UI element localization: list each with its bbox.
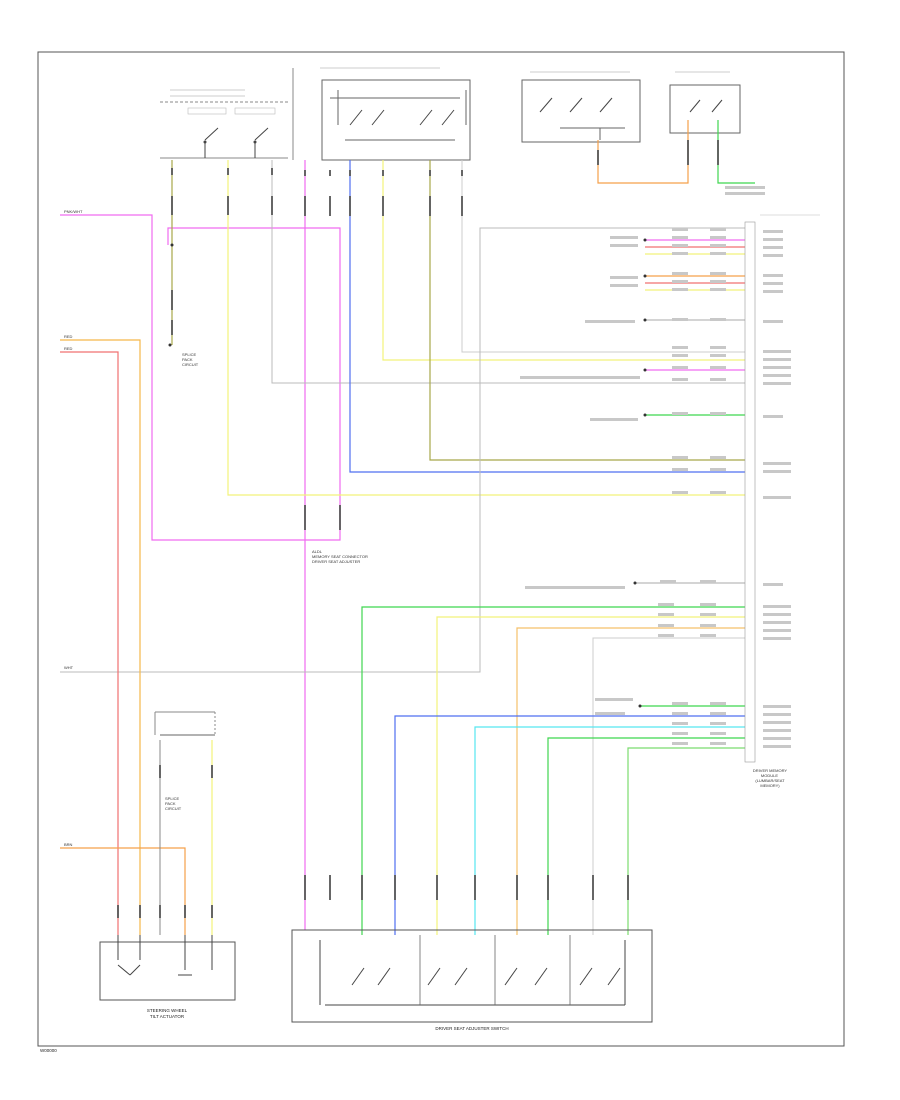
wire-blue-5 [394,715,745,935]
wire-gray-mid [271,160,745,384]
wire-cyan-6 [474,726,745,935]
wire-orange-3 [516,627,745,935]
pin-label-bars [520,186,791,748]
adjuster-switch-label: DRIVER SEAT ADJUSTER SWITCH [435,1026,508,1031]
wire-green-7 [547,737,745,935]
wire-connector-marks [117,140,719,918]
seat-heat-switch [669,71,741,134]
wire-blue [349,160,745,473]
driver-seat-adjuster-switch [291,929,653,1023]
left-wht-label: WHT [64,665,74,670]
wire-green-heat [717,120,755,184]
steering-column-switch [160,89,288,159]
wire-yellow-long [227,160,745,496]
left-brn-label: BRN [64,842,73,847]
left-red-label-2: RED [64,346,73,351]
wire-gray-4 [592,637,745,935]
module-connector [744,214,820,763]
wire-gray-wht [60,227,745,673]
left-red-label: RED [64,334,73,339]
wire-green-1 [361,606,745,935]
footer-code: W00000 [40,1048,57,1053]
wire-yellow-lumbar [382,160,745,361]
wire-olive-lumbar [429,160,745,461]
steering-wheel-tilt-actuator [99,935,236,1001]
left-pink-label: PNK/WHT [64,209,83,214]
memory-switch [521,71,641,143]
lumbar-switch [320,67,471,161]
wire-gray-lumbar [461,160,745,353]
wire-orange-left [60,339,141,935]
wire-orange-brn [60,847,186,935]
wire-yellow-2 [436,616,745,935]
wire-pink-left [60,214,341,541]
wire-orange-memory [597,120,689,184]
wire-red-left [60,351,119,935]
connector-dots [168,238,647,708]
wire-green-8 [627,747,745,935]
tilt-splice [154,711,216,736]
module-pin-stubs [635,239,745,584]
diagram-frame [37,51,845,1047]
